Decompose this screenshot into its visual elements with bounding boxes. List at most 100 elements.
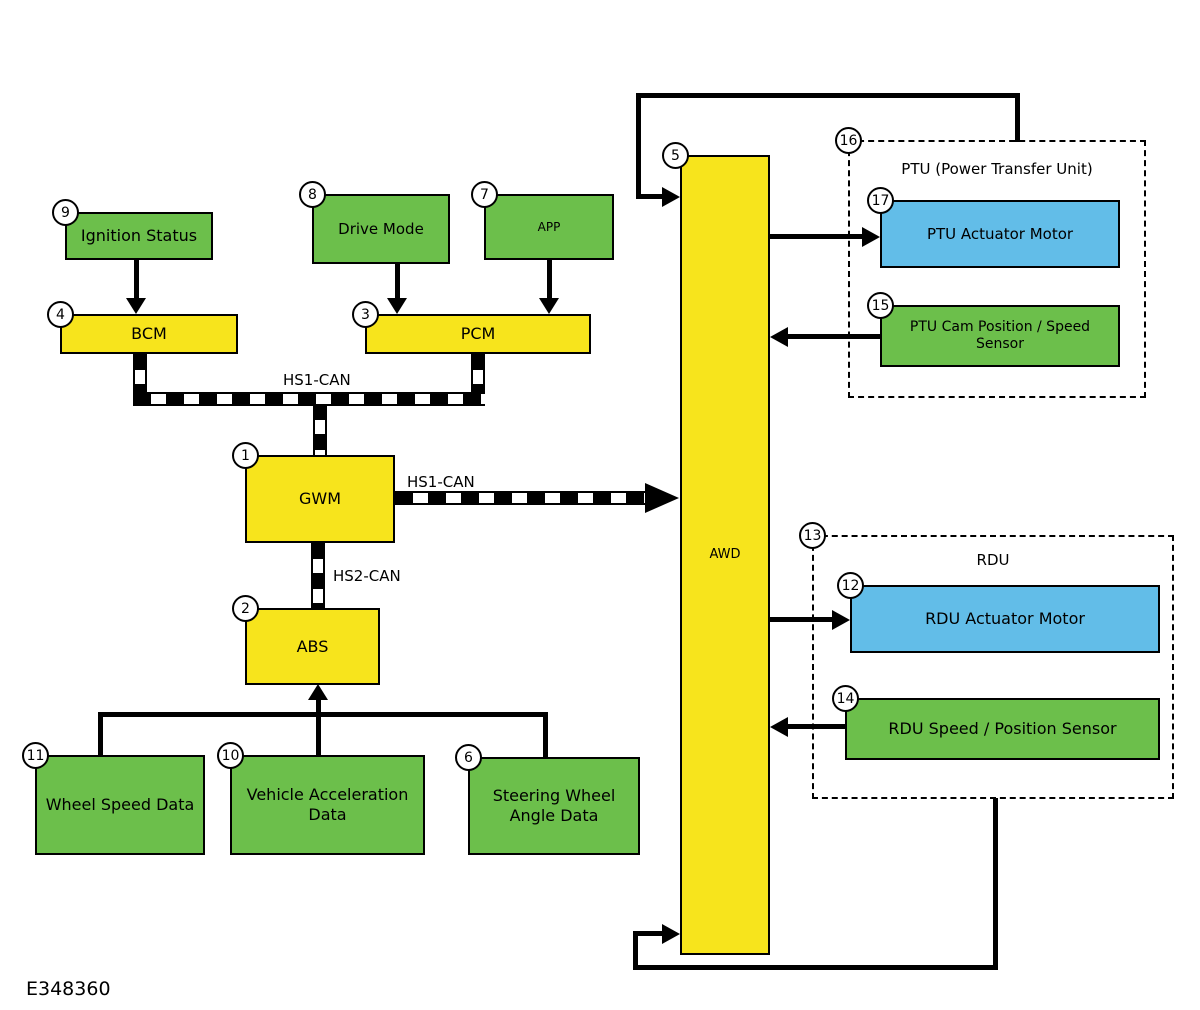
canbus-gwm-abs — [311, 543, 325, 608]
callout-2-num: 2 — [241, 600, 250, 617]
callout-11-num: 11 — [26, 747, 45, 764]
arrowhead-awd-ptu-actuator — [862, 227, 880, 247]
connector-steering-up — [543, 712, 548, 759]
canbus-pcm-down — [471, 354, 485, 396]
rdu-group-box: RDU — [812, 535, 1174, 799]
arrowhead-canbus-awd — [645, 483, 679, 513]
arrowhead-app-pcm — [539, 298, 559, 314]
callout-1: 1 — [232, 442, 259, 469]
node-drive-mode: Drive Mode — [312, 194, 450, 264]
callout-9-num: 9 — [61, 204, 70, 221]
callout-7-num: 7 — [480, 186, 489, 203]
callout-13-num: 13 — [803, 527, 822, 544]
connector-accel-up — [316, 712, 321, 757]
arrowhead-awd-rdu-actuator — [832, 610, 850, 630]
node-awd-label: AWD — [709, 546, 741, 562]
node-pcm: PCM — [365, 314, 591, 354]
callout-1-num: 1 — [241, 447, 250, 464]
connector-ptu-sensor-awd — [788, 334, 880, 339]
callout-14-num: 14 — [836, 690, 855, 707]
callout-15: 15 — [867, 292, 894, 319]
node-ptu-actuator: PTU Actuator Motor — [880, 200, 1120, 268]
node-vehicle-accel: Vehicle Acceleration Data — [230, 755, 425, 855]
arrowhead-bottomloop-awd — [662, 924, 680, 944]
callout-10: 10 — [217, 742, 244, 769]
callout-8-num: 8 — [308, 186, 317, 203]
canbus-to-gwm — [313, 404, 327, 456]
arrowhead-ptu-sensor-awd — [770, 327, 788, 347]
node-rdu-actuator-label: RDU Actuator Motor — [925, 609, 1085, 628]
node-bcm: BCM — [60, 314, 238, 354]
rdu-group-label: RDU — [976, 551, 1010, 569]
node-drive-mode-label: Drive Mode — [338, 219, 424, 238]
connector-drivemode-pcm — [395, 262, 400, 300]
node-awd: AWD — [680, 155, 770, 955]
callout-6-num: 6 — [464, 749, 473, 766]
connector-toploop-vert-left — [636, 93, 641, 199]
node-ptu-sensor-label: PTU Cam Position / Speed Sensor — [909, 318, 1091, 353]
arrowhead-toploop-awd — [662, 187, 680, 207]
ptu-group-box: PTU (Power Transfer Unit) — [848, 140, 1146, 398]
connector-toploop-horiz — [636, 93, 1020, 98]
callout-9: 9 — [52, 199, 79, 226]
connector-toploop-into-awd — [638, 194, 664, 199]
callout-17-num: 17 — [871, 192, 890, 209]
node-app-label: APP — [537, 219, 561, 234]
connector-bottomloop-into-awd — [636, 931, 664, 936]
connector-app-pcm — [547, 258, 552, 300]
callout-2: 2 — [232, 595, 259, 622]
node-ignition-status: Ignition Status — [65, 212, 213, 260]
node-abs: ABS — [245, 608, 380, 685]
callout-8: 8 — [299, 181, 326, 208]
callout-15-num: 15 — [871, 297, 890, 314]
connector-to-abs — [316, 699, 321, 714]
arrowhead-ignition-bcm — [126, 298, 146, 314]
connector-ignition-bcm — [134, 258, 139, 300]
label-hs1-can-top: HS1-CAN — [281, 371, 353, 389]
callout-11: 11 — [22, 742, 49, 769]
node-ptu-sensor: PTU Cam Position / Speed Sensor — [880, 305, 1120, 367]
callout-3-num: 3 — [361, 306, 370, 323]
node-rdu-actuator: RDU Actuator Motor — [850, 585, 1160, 653]
canbus-gwm-awd — [395, 491, 645, 505]
node-ptu-actuator-label: PTU Actuator Motor — [926, 224, 1074, 243]
node-wheel-speed: Wheel Speed Data — [35, 755, 205, 855]
node-pcm-label: PCM — [460, 324, 496, 343]
node-steering-angle: Steering Wheel Angle Data — [468, 757, 640, 855]
callout-13: 13 — [799, 522, 826, 549]
connector-awd-rdu-actuator — [770, 617, 832, 622]
arrowhead-drivemode-pcm — [387, 298, 407, 314]
node-bcm-label: BCM — [131, 324, 167, 343]
label-hs2-can: HS2-CAN — [331, 567, 403, 585]
callout-16: 16 — [835, 127, 862, 154]
callout-4-num: 4 — [56, 306, 65, 323]
node-steering-angle-label: Steering Wheel Angle Data — [492, 786, 616, 825]
node-wheel-speed-label: Wheel Speed Data — [45, 795, 195, 814]
callout-5-num: 5 — [671, 147, 680, 164]
callout-14: 14 — [832, 685, 859, 712]
callout-12-num: 12 — [841, 577, 860, 594]
callout-7: 7 — [471, 181, 498, 208]
node-abs-label: ABS — [296, 636, 329, 656]
callout-6: 6 — [455, 744, 482, 771]
arrowhead-rdu-sensor-awd — [770, 717, 788, 737]
callout-3: 3 — [352, 301, 379, 328]
node-rdu-sensor: RDU Speed / Position Sensor — [845, 698, 1160, 760]
connector-bottomloop-horiz — [633, 965, 998, 970]
canbus-hs1-horizontal — [133, 392, 485, 406]
node-gwm-label: GWM — [298, 489, 342, 508]
ptu-group-label: PTU (Power Transfer Unit) — [901, 160, 1093, 178]
callout-12: 12 — [837, 572, 864, 599]
callout-16-num: 16 — [839, 132, 858, 149]
node-app: APP — [484, 194, 614, 260]
callout-10-num: 10 — [221, 747, 240, 764]
callout-17: 17 — [867, 187, 894, 214]
label-hs1-can-mid: HS1-CAN — [405, 473, 477, 491]
connector-bottomloop-vert-left — [633, 931, 638, 970]
connector-sensors-bus — [98, 712, 548, 717]
node-rdu-sensor-label: RDU Speed / Position Sensor — [888, 719, 1117, 738]
node-gwm: GWM — [245, 455, 395, 543]
connector-bottomloop-vert-right — [993, 798, 998, 970]
connector-toploop-vert-right — [1015, 93, 1020, 142]
